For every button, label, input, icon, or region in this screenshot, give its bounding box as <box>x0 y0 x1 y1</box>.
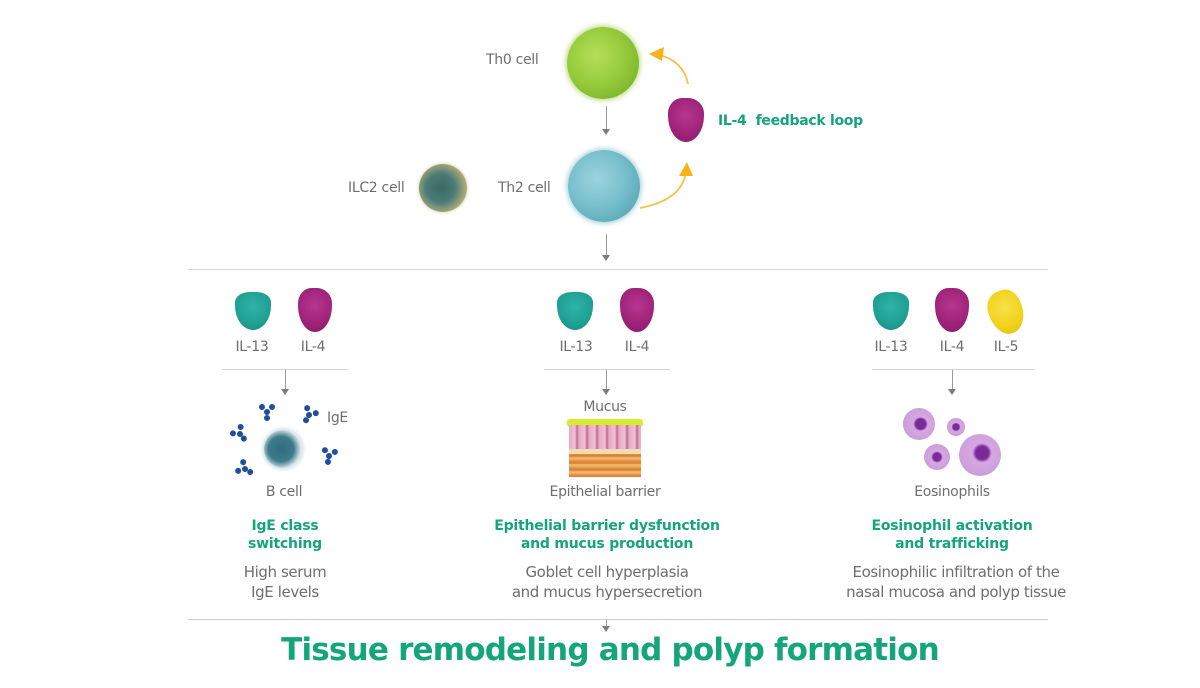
outcome-title-line: switching <box>247 536 323 552</box>
arrow-th2-down <box>602 234 610 261</box>
outcome-title: Epithelial barrier dysfunction and mucus… <box>494 517 720 553</box>
th2-cell-label: Th2 cell <box>498 180 551 196</box>
outcome-description: Eosinophilic infiltration of the nasal m… <box>846 562 1066 602</box>
outcome-title: Eosinophil activation and trafficking <box>871 517 1032 553</box>
outcome-desc-line: High serum <box>243 563 327 581</box>
ige-antibody-icon <box>259 404 275 421</box>
eosinophil-icon <box>959 434 1001 476</box>
b-cell-icon <box>264 430 302 468</box>
cytokine-label: IL-13 <box>559 339 593 355</box>
cytokine-label: IL-13 <box>235 339 269 355</box>
il13-protein-icon <box>557 292 593 330</box>
eosinophil-icon <box>924 444 950 470</box>
eosinophils-label: Eosinophils <box>914 484 990 500</box>
il13-protein-icon <box>873 292 909 330</box>
ige-antibody-icon <box>235 459 254 475</box>
b-cell-label: B cell <box>265 484 303 500</box>
feedback-arrow-upper-head <box>649 47 664 61</box>
il4-protein-icon <box>298 288 332 332</box>
feedback-arrow-lower-curve <box>639 171 687 209</box>
il13-protein-icon <box>235 292 271 330</box>
ilc2-cell-icon <box>419 164 467 212</box>
ige-label: IgE <box>327 410 348 426</box>
mucus-layer <box>567 419 643 427</box>
arrow-down <box>948 370 956 395</box>
column-divider <box>872 369 1035 370</box>
top-divider <box>188 269 1048 270</box>
epithelial-barrier-icon <box>567 419 643 479</box>
arrow-to-final <box>602 620 610 632</box>
outcome-title-line: Epithelial barrier dysfunction <box>494 518 720 534</box>
outcome-desc-line: Goblet cell hyperplasia <box>525 563 689 581</box>
th0-cell-icon <box>567 27 639 99</box>
ige-antibody-icon <box>303 405 319 424</box>
th0-cell-label: Th0 cell <box>486 52 539 68</box>
arrow-th0-to-th2 <box>602 106 610 135</box>
arrow-down <box>281 370 289 395</box>
column-divider <box>544 369 670 370</box>
ige-antibody-icon <box>321 447 338 465</box>
cytokine-label: IL-4 <box>300 339 326 355</box>
ilc2-cell-label: ILC2 cell <box>348 180 405 196</box>
outcome-desc-line: IgE levels <box>251 583 319 601</box>
il4-feedback-protein-icon <box>668 98 704 142</box>
cytokine-label: IL-13 <box>874 339 908 355</box>
cytokine-label: IL-4 <box>939 339 965 355</box>
feedback-arrow-upper-curve <box>659 54 689 85</box>
outcome-desc-line: nasal mucosa and polyp tissue <box>846 583 1066 601</box>
outcome-description: High serum IgE levels <box>244 562 327 602</box>
feedback-arrow-lower-head <box>679 162 693 176</box>
outcome-description: Goblet cell hyperplasia and mucus hypers… <box>511 562 703 602</box>
eosinophil-icon <box>947 418 965 436</box>
il4-protein-icon <box>620 288 654 332</box>
cytokine-label: IL-4 <box>624 339 650 355</box>
outcome-title-line: and trafficking <box>895 536 1009 552</box>
th2-cell-icon <box>568 150 640 222</box>
basement-membrane <box>569 449 641 454</box>
final-outcome-title: Tissue remodeling and polyp formation <box>281 632 940 668</box>
outcome-title-line: IgE class <box>251 518 319 534</box>
bottom-divider <box>188 619 1048 620</box>
outcome-title-line: and mucus production <box>520 536 694 552</box>
column-divider <box>222 369 348 370</box>
submucosa-tissue <box>569 454 641 477</box>
arrow-down <box>602 370 610 395</box>
mucus-label: Mucus <box>583 399 627 415</box>
outcome-desc-line: and mucus hypersecretion <box>511 583 703 601</box>
outcome-desc-line: Eosinophilic infiltration of the <box>852 563 1060 581</box>
epithelial-barrier-label: Epithelial barrier <box>549 484 661 500</box>
feedback-loop-label: IL-4 feedback loop <box>718 113 863 129</box>
epithelial-cells <box>569 425 641 449</box>
eosinophil-icon <box>903 408 935 440</box>
il4-protein-icon <box>935 288 969 332</box>
ige-antibody-icon <box>229 423 247 442</box>
outcome-title-line: Eosinophil activation <box>871 518 1033 534</box>
cytokine-label: IL-5 <box>993 339 1019 355</box>
outcome-title: IgE class switching <box>248 517 322 553</box>
